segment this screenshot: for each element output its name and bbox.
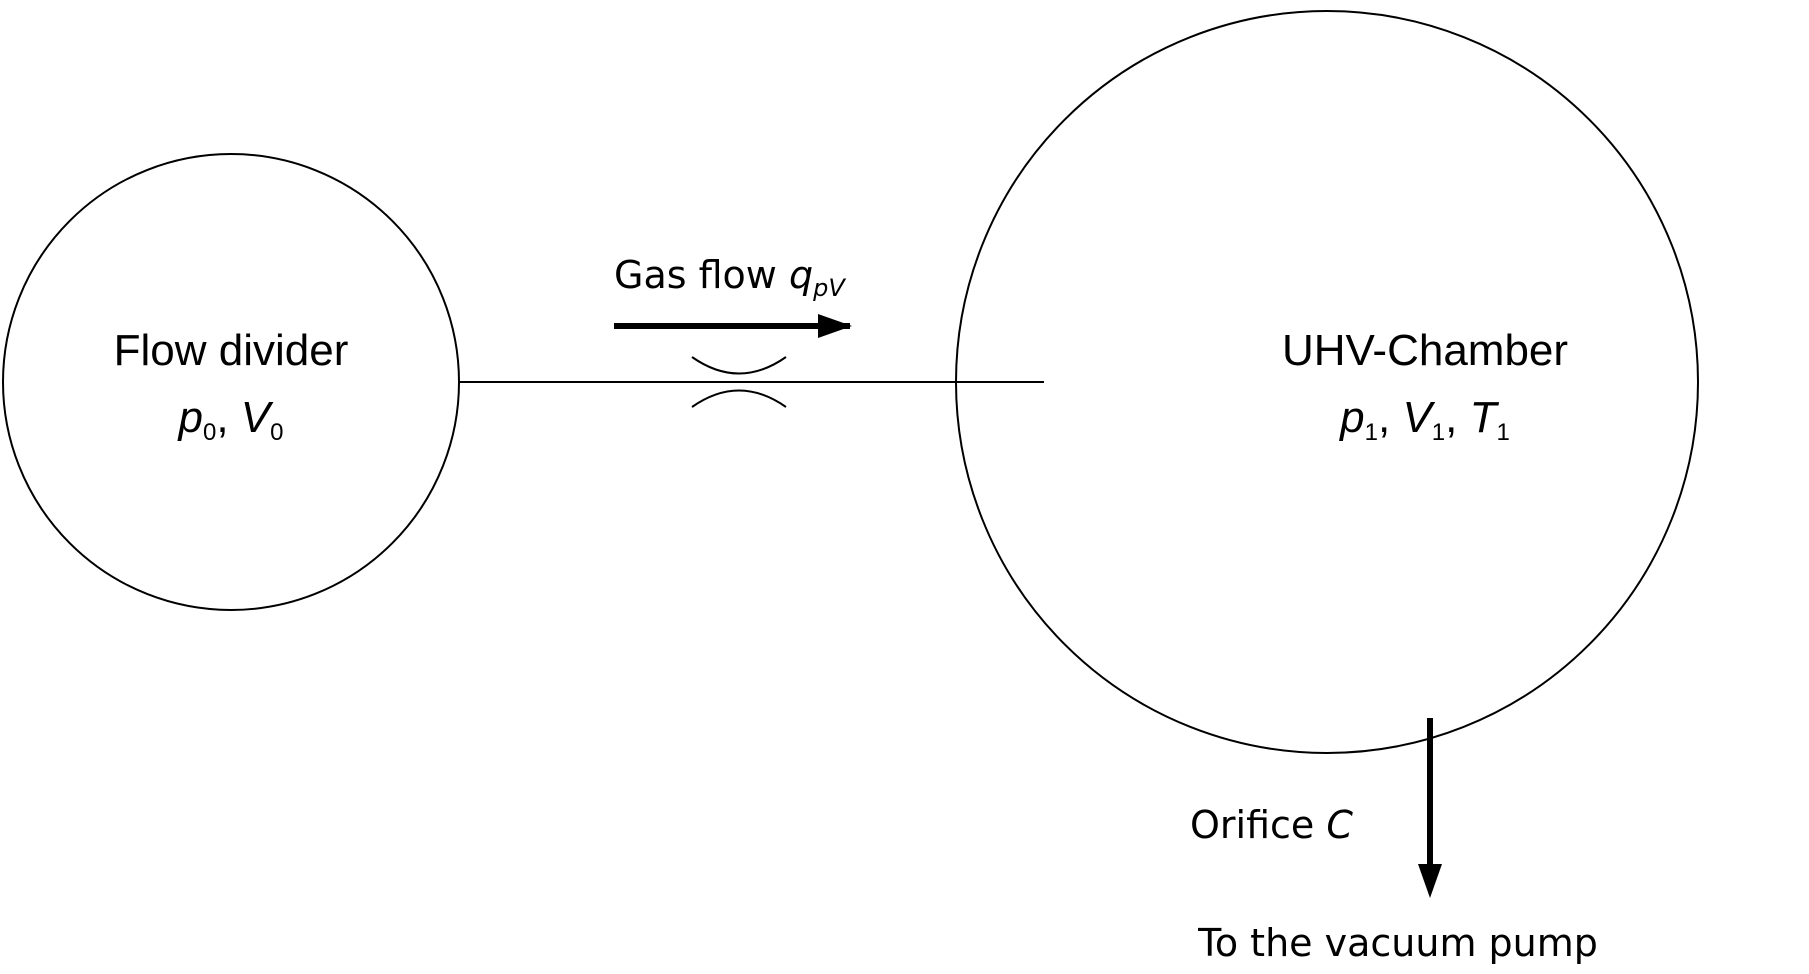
uhv-var2-sub: 1 (1432, 419, 1445, 446)
vacuum-pump-label: To the vacuum pump (1197, 921, 1598, 965)
orifice-label: Orifice C (1190, 803, 1353, 847)
orifice-text: Orifice (1190, 803, 1326, 847)
uhv-var2: V (1402, 393, 1435, 442)
flow-divider-var1-sub: 0 (203, 419, 216, 446)
uhv-var1-sub: 1 (1365, 419, 1378, 446)
flow-restriction-icon (691, 356, 787, 408)
gas-flow-label: Gas flow qpV (614, 253, 846, 302)
uhv-var1: p (1338, 393, 1364, 442)
pump-outlet-arrowhead-icon (1418, 864, 1442, 898)
uhv-chamber-title: UHV-Chamber (1282, 326, 1568, 375)
flow-divider-var2-sub: 0 (270, 419, 283, 446)
uhv-sep1: , (1378, 393, 1402, 442)
flow-divider-var2: V (241, 393, 274, 442)
flow-divider-var1: p (176, 393, 202, 442)
flow-divider-sep: , (216, 393, 240, 442)
gas-flow-symbol-sub: pV (812, 274, 846, 302)
uhv-chamber-vessel (955, 10, 1699, 754)
uhv-var3: T (1470, 393, 1500, 442)
flow-divider-title: Flow divider (114, 326, 349, 375)
orifice-symbol: C (1326, 803, 1353, 847)
gas-flow-text: Gas flow (614, 253, 789, 297)
uhv-chamber-variables: p1, V1, T1 (1338, 393, 1510, 446)
flow-divider-variables: p0, V0 (176, 393, 283, 446)
uhv-sep2: , (1445, 393, 1469, 442)
uhv-var3-sub: 1 (1497, 419, 1510, 446)
gas-flow-symbol: q (789, 253, 813, 297)
gas-flow-arrowhead-icon (818, 314, 852, 338)
flow-divider-vessel (2, 153, 460, 611)
